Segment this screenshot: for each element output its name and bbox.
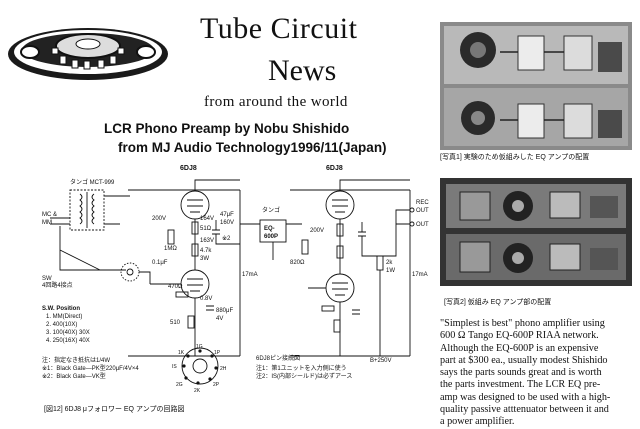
label-b250: B+250V [370, 358, 392, 364]
label-47uf: 47μF [220, 212, 234, 218]
label-164v: 164V [200, 216, 214, 222]
label-160v: 160V [220, 220, 234, 226]
sw-position-item: 3. 100(40X) 30X [46, 330, 90, 336]
label-200v-b: 200V [310, 228, 324, 234]
label-200v: 200V [152, 216, 166, 222]
label-600p: 600P [264, 234, 278, 240]
label-08v: 0.8V [200, 296, 212, 302]
schematic-note: ※2：Black Gate—VK型 [42, 372, 106, 380]
label-4v: 4V [216, 316, 223, 322]
label-rec: REC [416, 200, 429, 206]
label-out: OUT [416, 208, 429, 214]
schematic-diagram: 6DJ8 6DJ8 タンゴ MCT-999 MC & MM SW 4回路4接点 … [42, 165, 429, 394]
masthead-title-news: News [268, 54, 337, 87]
tube1-label: 6DJ8 [180, 165, 197, 172]
body-line: quality passive atttenuator between it a… [440, 404, 609, 416]
pin-title: 6DJ8ピン接続図 [256, 354, 300, 362]
label-out2: OUT [416, 222, 429, 228]
label-note2: ※2 [222, 235, 231, 242]
label-51: 51Ω [200, 226, 212, 232]
schematic-note: 注：指定なき抵抗は1/4W [42, 356, 110, 364]
pin-note: 注2：IS(内部シールド)は必ずアース [256, 372, 352, 380]
label-tango: タンゴ [262, 206, 280, 214]
label-820: 820Ω [290, 260, 305, 266]
pin-label: 2G [176, 382, 183, 388]
tube-socket-logo [8, 28, 168, 80]
pin-label: 1G [196, 344, 203, 350]
label-47k: 4.7k [200, 248, 212, 254]
label-17ma: 17mA [242, 272, 258, 278]
body-line: Although the EQ-600P is an expensive [440, 342, 599, 354]
label-880uf: 880μF [216, 308, 233, 314]
masthead-title: Tube Circuit [200, 12, 358, 45]
label-mct: タンゴ MCT-999 [70, 178, 115, 186]
body-line: says the parts sounds great and is worth [440, 367, 602, 379]
label-mm: MM [42, 220, 52, 226]
tube2-label: 6DJ8 [326, 165, 343, 172]
sw-position-item: 1. MM(Direct) [46, 314, 82, 320]
photo1-caption: [写真1] 実験のため仮組みした EQ アンプの配置 [440, 154, 590, 161]
article-body: "Simplest is best" phono amplifier using… [440, 318, 636, 429]
body-line: a power amplifier. [440, 416, 515, 428]
label-470: 470Ω [168, 284, 183, 290]
label-3w: 3W [200, 256, 209, 262]
body-line: part at $300 ea., usually modest Shishid… [440, 354, 608, 366]
pin-label: 1K [178, 350, 185, 356]
body-line: "Simplest is best" phono amplifier using [440, 318, 605, 329]
body-line: 600 Ω Tango EQ-600P RIAA network. [440, 330, 599, 342]
label-510: 510 [170, 320, 181, 326]
label-1w: 1W [386, 268, 395, 274]
photo-breadboard-top [440, 22, 632, 150]
label-1m: 1MΩ [164, 246, 177, 252]
pin-note: 注1：第1ユニットを入力側に使う [256, 364, 347, 372]
pin-label: 2H [220, 366, 227, 372]
label-163v: 163V [200, 238, 214, 244]
pin-label: IS [172, 364, 177, 370]
body-line: the parts investment. The LCR EQ pre- [440, 379, 601, 391]
photo2-caption: [写真2] 仮組み EQ アンプ部の配置 [444, 299, 552, 306]
body-line: amp was designed to be used with a high- [440, 391, 611, 403]
article-source: from MJ Audio Technology1996/11(Japan) [118, 140, 387, 155]
sw-position-item: 2. 400(10X) [46, 322, 77, 328]
pin-label: 2K [194, 388, 201, 394]
pin-label: 2P [213, 382, 220, 388]
sw-position-item: 4. 250(16X) 40X [46, 338, 90, 344]
article-title: LCR Phono Preamp by Nobu Shishido [104, 121, 350, 136]
label-mc: MC & [42, 212, 57, 218]
sw-position-title: S.W. Position [42, 306, 80, 312]
pin-label: 1P [214, 350, 221, 356]
label-01uf: 0.1μF [152, 260, 168, 266]
masthead-subtitle: from around the world [204, 94, 348, 110]
photo-eq-amp-board [440, 178, 632, 286]
schematic-note: ※1：Black Gate—PK型220μF/4V×4 [42, 364, 139, 372]
label-2k: 2k [386, 260, 393, 266]
label-17ma-b: 17mA [412, 272, 428, 278]
figure-caption: [図12] 6DJ8 μフォロワー EQ アンプの回路図 [44, 406, 185, 413]
label-sw: SW [42, 276, 52, 282]
label-eq: EQ- [264, 226, 275, 232]
label-sw-pos: 4回路4接点 [42, 281, 73, 289]
